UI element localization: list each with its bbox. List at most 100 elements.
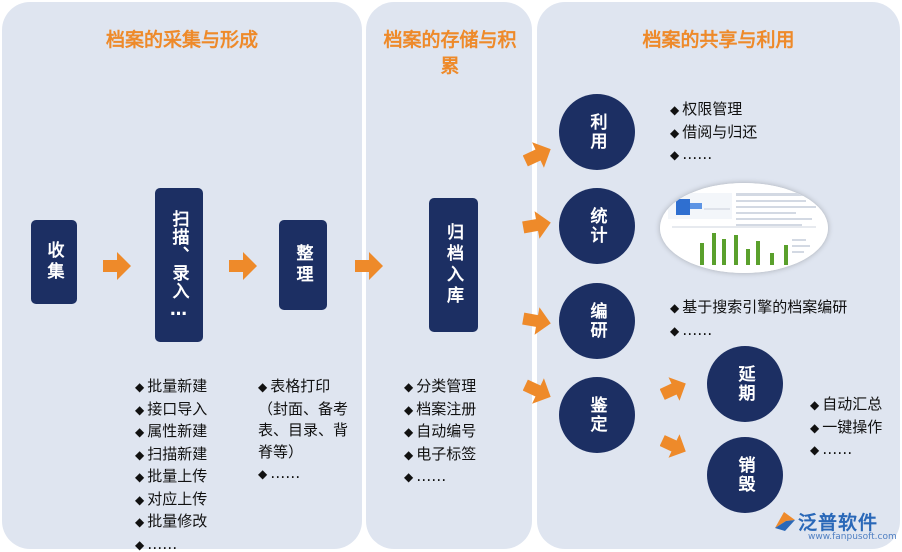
bullet-diamond-icon: ◆ [135, 470, 145, 484]
bullet-diamond-icon: ◆ [670, 323, 680, 338]
list-item: ◆接口导入 [135, 399, 207, 422]
list-item: ◆一键操作 [810, 417, 882, 440]
list-item: ◆批量修改 [135, 511, 207, 534]
node-appraise: 鉴定 [559, 377, 635, 453]
logo-url: www.fanpusoft.com [808, 532, 897, 542]
bullet-diamond-icon: ◆ [670, 103, 680, 117]
brand-logo: 泛普软件 www.fanpusoft.com [772, 505, 898, 549]
bullet-diamond-icon: ◆ [258, 467, 268, 481]
list-item: ◆自动编号 [404, 421, 476, 444]
list-item-text: 扫描新建 [147, 444, 208, 463]
logo-name: 泛普软件 [798, 512, 879, 534]
scan-entry-feature-list: ◆批量新建◆接口导入◆属性新建◆扫描新建◆批量上传◆对应上传◆批量修改◆…… [135, 376, 207, 552]
list-item-text: 权限管理 [682, 100, 743, 118]
list-item: ◆表格打印（封面、备考表、目录、背脊等） [258, 376, 358, 463]
list-item-text: 自动编号 [416, 422, 477, 440]
list-item: ◆档案注册 [404, 399, 476, 422]
bullet-diamond-icon: ◆ [258, 380, 268, 394]
arrow-down-right-icon [523, 378, 551, 404]
list-item-text: 对应上传 [147, 489, 208, 508]
list-item: ◆权限管理 [670, 99, 757, 122]
list-item-text: 一键操作 [822, 417, 883, 436]
arrow-right-icon [355, 252, 383, 280]
list-item-text: 批量修改 [147, 512, 208, 530]
list-item: ◆…… [810, 439, 882, 462]
list-item-text: 接口导入 [147, 399, 208, 418]
section-title-collection: 档案的采集与形成 [105, 29, 258, 51]
list-item: ◆…… [670, 320, 847, 343]
bullet-diamond-icon: ◆ [810, 420, 820, 435]
bullet-diamond-icon: ◆ [670, 301, 680, 315]
arrow-down-right-icon [660, 434, 686, 458]
use-feature-list: ◆权限管理◆借阅与归还◆…… [670, 99, 757, 167]
list-item: ◆批量上传 [135, 466, 207, 489]
list-item-text: 自动汇总 [822, 395, 883, 413]
arrow-up-right-icon [660, 377, 686, 401]
bullet-diamond-icon: ◆ [135, 447, 145, 462]
bullet-diamond-icon: ◆ [404, 470, 414, 484]
stage-scan-entry: 扫描、录入… [155, 188, 203, 342]
list-item: ◆批量新建 [135, 376, 207, 399]
list-item-text: …… [147, 534, 178, 552]
arrow-right-icon [103, 252, 131, 280]
list-item: ◆…… [258, 463, 358, 486]
bullet-diamond-icon: ◆ [404, 425, 414, 439]
bullet-diamond-icon: ◆ [404, 380, 414, 394]
bullet-diamond-icon: ◆ [135, 380, 145, 394]
list-item-text: 借阅与归还 [682, 122, 758, 141]
list-item: ◆…… [404, 466, 476, 489]
list-item-text: 批量上传 [147, 467, 208, 485]
bullet-diamond-icon: ◆ [810, 443, 820, 457]
bullet-diamond-icon: ◆ [810, 398, 820, 412]
bullet-diamond-icon: ◆ [135, 492, 145, 507]
bullet-diamond-icon: ◆ [670, 148, 680, 162]
stage-organize: 整理 [279, 220, 327, 310]
list-item: ◆自动汇总 [810, 394, 882, 417]
compile-feature-list: ◆基于搜索引擎的档案编研◆…… [670, 297, 847, 342]
bullet-diamond-icon: ◆ [404, 447, 414, 462]
list-item: ◆…… [670, 144, 757, 167]
bullet-diamond-icon: ◆ [135, 537, 145, 552]
list-item: ◆…… [135, 534, 207, 552]
list-item-text: 分类管理 [416, 377, 477, 395]
list-item: ◆电子标签 [404, 444, 476, 467]
statistics-chart-thumbnail [660, 183, 828, 273]
list-item: ◆属性新建 [135, 421, 207, 444]
archive-feature-list: ◆分类管理◆档案注册◆自动编号◆电子标签◆…… [404, 376, 476, 489]
arrow-right-icon [522, 307, 551, 335]
node-destroy: 销毁 [707, 437, 783, 513]
section-title-sharing: 档案的共享与利用 [642, 29, 795, 51]
list-item-text: 电子标签 [416, 444, 477, 463]
list-item: ◆扫描新建 [135, 444, 207, 467]
node-compile: 编研 [559, 283, 635, 359]
list-item: ◆对应上传 [135, 489, 207, 512]
bullet-diamond-icon: ◆ [670, 125, 680, 140]
list-item-text: …… [682, 145, 713, 163]
arrow-up-right-icon [523, 142, 551, 168]
list-item-text: …… [416, 467, 447, 485]
bullet-diamond-icon: ◆ [135, 515, 145, 529]
list-item-text: 基于搜索引擎的档案编研 [682, 298, 848, 316]
list-item-text: 批量新建 [147, 377, 208, 395]
bullet-diamond-icon: ◆ [135, 425, 145, 439]
organize-feature-list: ◆表格打印（封面、备考表、目录、背脊等）◆…… [258, 376, 358, 486]
list-item-text: …… [822, 440, 853, 458]
list-item-text: …… [270, 464, 301, 482]
list-item-text: 属性新建 [147, 422, 208, 440]
bullet-diamond-icon: ◆ [135, 402, 145, 417]
stage-collect: 收集 [31, 220, 77, 304]
bullet-diamond-icon: ◆ [404, 402, 414, 417]
list-item: ◆借阅与归还 [670, 122, 757, 145]
statistics-chart-image [660, 183, 828, 273]
arrow-right-icon [229, 252, 257, 280]
node-statistics: 统计 [559, 188, 635, 264]
list-item-text: 表格打印（封面、备考表、目录、背脊等） [258, 377, 349, 461]
extend-feature-list: ◆自动汇总◆一键操作◆…… [810, 394, 882, 462]
arrow-right-icon [522, 211, 551, 239]
node-use: 利用 [559, 94, 635, 170]
section-title-storage: 档案的存储与积累 [383, 29, 517, 77]
list-item-text: …… [682, 320, 713, 339]
list-item: ◆分类管理 [404, 376, 476, 399]
list-item: ◆基于搜索引擎的档案编研 [670, 297, 847, 320]
stage-archive: 归档入库 [429, 198, 478, 332]
